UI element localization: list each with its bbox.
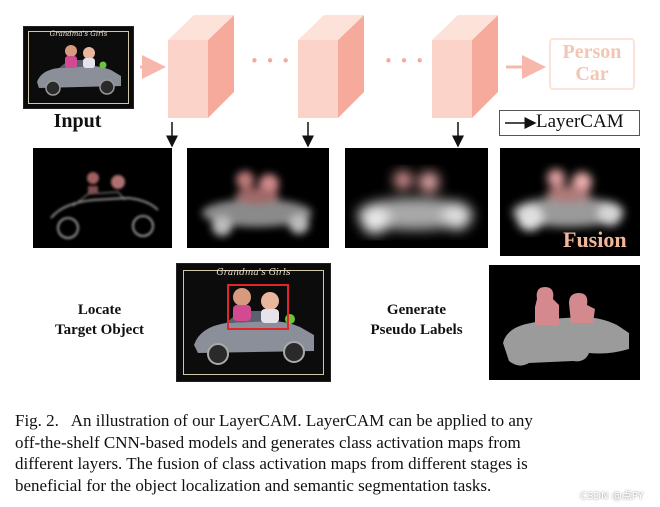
caption-line-4: beneficial for the object localization a…: [15, 475, 492, 495]
photo-title-2: Grandma's Girls: [216, 268, 291, 278]
conv-block-3: [432, 15, 498, 118]
cam-fusion: [500, 148, 640, 256]
pseudo-label-image: [489, 265, 640, 380]
class-car: Car: [575, 63, 609, 85]
output-classes-box: Person Car: [549, 38, 635, 90]
conv-block-2: [298, 15, 364, 118]
cam-stage-1: [33, 148, 172, 248]
photo-title: Grandma's Girls: [49, 30, 108, 38]
generate-line-1: Generate: [386, 302, 447, 318]
watermark: CSDN @点PY: [580, 491, 644, 502]
fusion-label: Fusion: [563, 227, 627, 252]
localization-image: Grandma's Girls: [176, 263, 331, 382]
ellipsis-2: • • •: [384, 52, 426, 70]
locate-line-2: Target Object: [54, 322, 144, 338]
figure-caption: Fig. 2. An illustration of our LayerCAM.…: [15, 410, 647, 496]
input-label: Input: [53, 110, 102, 132]
caption-line-3: different layers. The fusion of class ac…: [15, 454, 528, 474]
cam-stage-3: [345, 148, 488, 248]
generate-label: Generate Pseudo Labels: [345, 300, 488, 340]
input-image: Grandma's Girls: [23, 26, 134, 109]
caption-line-2: off-the-shelf CNN-based models and gener…: [15, 432, 521, 452]
generate-line-2: Pseudo Labels: [370, 322, 463, 338]
person-bounding-box: [227, 284, 289, 330]
legend-box: [499, 110, 640, 136]
locate-label: Locate Target Object: [33, 300, 166, 340]
locate-line-1: Locate: [77, 302, 122, 318]
conv-block-1: [168, 15, 234, 118]
legend-label: LayerCAM: [536, 111, 624, 132]
network-diagram: [140, 15, 546, 148]
caption-line-1: Fig. 2. An illustration of our LayerCAM.…: [15, 411, 533, 430]
cam-stage-2: [187, 148, 329, 248]
ellipsis-1: • • •: [250, 52, 292, 70]
class-person: Person: [562, 41, 622, 63]
